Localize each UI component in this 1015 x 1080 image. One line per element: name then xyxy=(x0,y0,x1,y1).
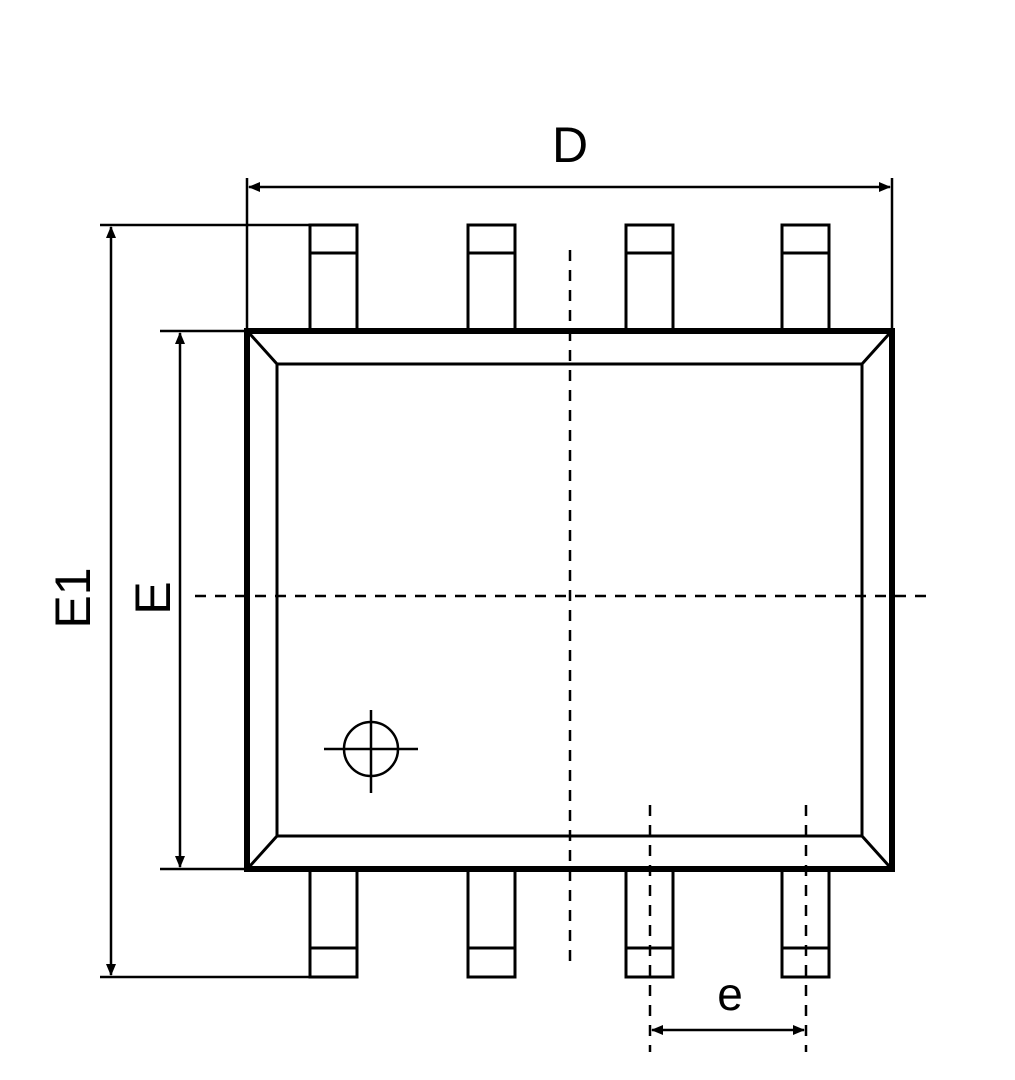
dimension-e xyxy=(160,329,247,871)
bottom-pin-4 xyxy=(780,867,831,979)
bottom-pins xyxy=(308,867,831,979)
top-pins xyxy=(308,223,831,333)
label-pitch: e xyxy=(717,968,743,1020)
label-e: E xyxy=(125,581,181,614)
top-pin-3 xyxy=(624,223,675,333)
center-lines xyxy=(195,250,935,1052)
dimension-e1 xyxy=(100,223,310,979)
bottom-pin-2 xyxy=(466,867,517,979)
bevel-corners xyxy=(248,332,891,868)
top-pin-2 xyxy=(466,223,517,333)
label-e1: E1 xyxy=(45,567,101,628)
dimension-d xyxy=(245,178,894,331)
label-d: D xyxy=(552,117,588,173)
pin1-circle-crosshair-icon xyxy=(324,710,418,793)
bottom-pin-1 xyxy=(308,867,359,979)
top-pin-4 xyxy=(780,223,831,333)
top-pin-1 xyxy=(308,223,359,333)
